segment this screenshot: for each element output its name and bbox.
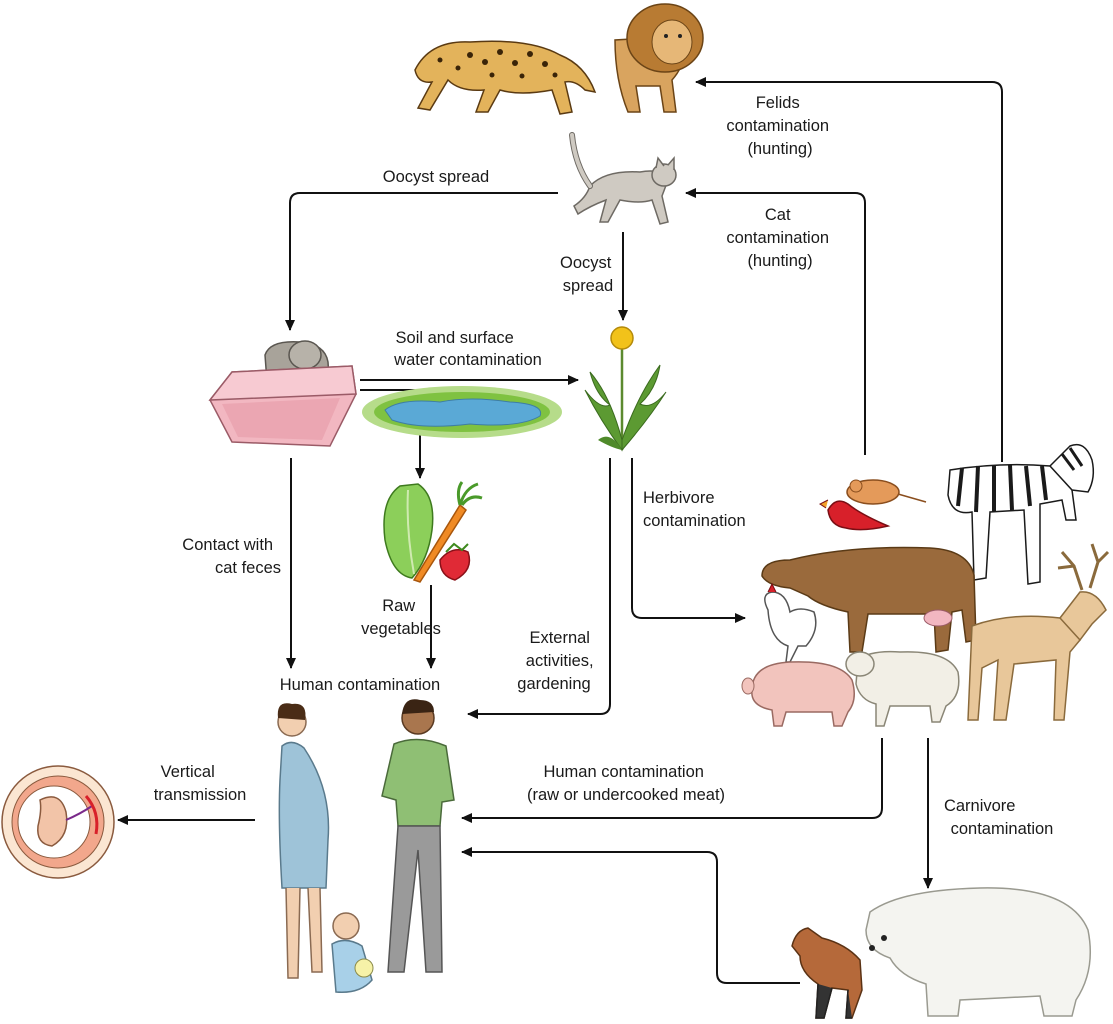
- fox-and-polar-bear-illustration: [791, 887, 1091, 1019]
- edges: [117, 77, 1003, 984]
- label-felids-contamination: Felids contamination (hunting): [726, 94, 833, 158]
- lettuce-carrot-strawberry-illustration: [383, 481, 483, 583]
- cardinal-icon: [819, 499, 891, 531]
- pregnant-woman-icon: [277, 703, 330, 979]
- label-herbivore-contamination: Herbivore contamination: [643, 489, 746, 530]
- rodent-icon: [846, 479, 927, 505]
- dandelion-illustration: [584, 326, 667, 452]
- label-cat-contamination: Cat contamination (hunting): [726, 206, 833, 270]
- zebra-icon: [947, 443, 1095, 585]
- label-vertical-transmission: Vertical transmission: [154, 763, 247, 804]
- man-icon: [381, 699, 455, 973]
- pig-icon: [741, 661, 855, 727]
- fox-icon: [791, 927, 863, 1019]
- edge-rodent-to-cat: [685, 188, 866, 455]
- cat-in-litter-box-illustration: [208, 340, 357, 447]
- label-carnivore-contamination: Carnivore contamination: [944, 797, 1053, 838]
- rooster-icon: [764, 582, 817, 663]
- lion-icon: [614, 3, 704, 113]
- label-soil-water: Soil and surface water contamination: [393, 329, 542, 369]
- edge-cat-to-litter: [285, 192, 558, 331]
- edge-labels: Felids contamination (hunting) Oocyst sp…: [154, 94, 1054, 838]
- fetus-in-womb-illustration: [1, 765, 115, 879]
- label-external-activities: External activities, gardening: [517, 629, 598, 693]
- farm-and-wild-animals-illustration: [741, 443, 1110, 727]
- label-oocyst-spread-left: Oocyst spread: [383, 168, 489, 186]
- cat-illustration: [569, 132, 677, 225]
- polar-bear-icon: [865, 887, 1091, 1017]
- edge-zebra-to-felids: [695, 77, 1003, 462]
- family-illustration: [277, 699, 455, 993]
- label-raw-vegetables: Raw vegetables: [361, 597, 441, 638]
- label-human-contamination-meat: Human contamination (raw or undercooked …: [527, 763, 725, 804]
- jaguar-icon: [414, 40, 597, 115]
- label-human-contamination: Human contamination: [280, 676, 441, 694]
- toddler-icon: [331, 912, 374, 993]
- sheep-icon: [845, 650, 960, 727]
- pond-illustration: [362, 386, 562, 438]
- deer-icon: [967, 543, 1110, 721]
- edge-herbivores-to-human: [461, 738, 883, 823]
- edge-carnivores-to-human: [461, 847, 800, 984]
- edge-dandelion-to-human: [467, 458, 611, 719]
- edge-dandelion-to-herbivores: [631, 458, 746, 623]
- jaguar-and-lion-illustration: [414, 3, 704, 115]
- label-contact-cat-feces: Contact with cat feces: [182, 536, 281, 577]
- label-oocyst-spread-down: Oocyst spread: [560, 254, 616, 295]
